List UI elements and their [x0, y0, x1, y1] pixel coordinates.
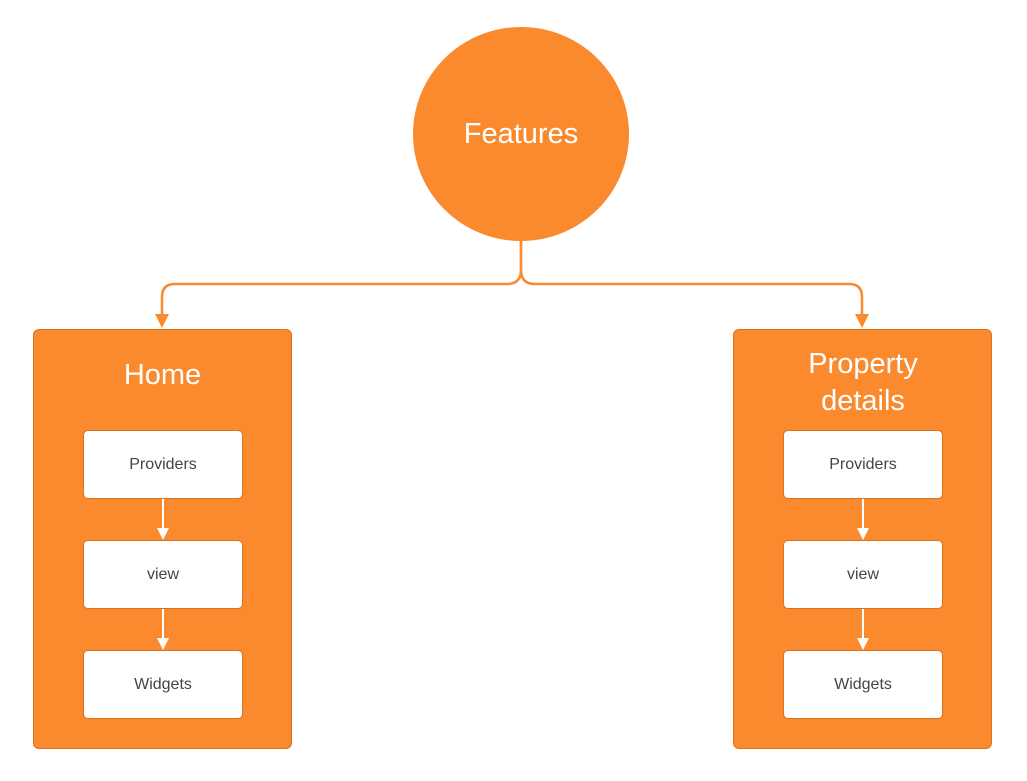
property-layer-view: view [783, 540, 943, 609]
feature-panel-property-details: Property details Providers view Widgets [733, 329, 992, 749]
property-layer-providers: Providers [783, 430, 943, 499]
home-layer-view: view [83, 540, 243, 609]
connector-to-property [519, 241, 864, 316]
home-layer-widgets: Widgets [83, 650, 243, 719]
features-root-node: Features [413, 27, 629, 241]
home-layer-providers: Providers [83, 430, 243, 499]
feature-title-home: Home [123, 359, 202, 391]
arrowhead-property [855, 314, 869, 328]
feature-title-property-details: Property details [808, 348, 918, 417]
features-root-label: Features [463, 117, 579, 150]
arrowhead-home [155, 314, 169, 328]
connector-to-home [160, 241, 523, 316]
feature-panel-home: Home Providers view Widgets [33, 329, 292, 749]
property-layer-widgets: Widgets [783, 650, 943, 719]
